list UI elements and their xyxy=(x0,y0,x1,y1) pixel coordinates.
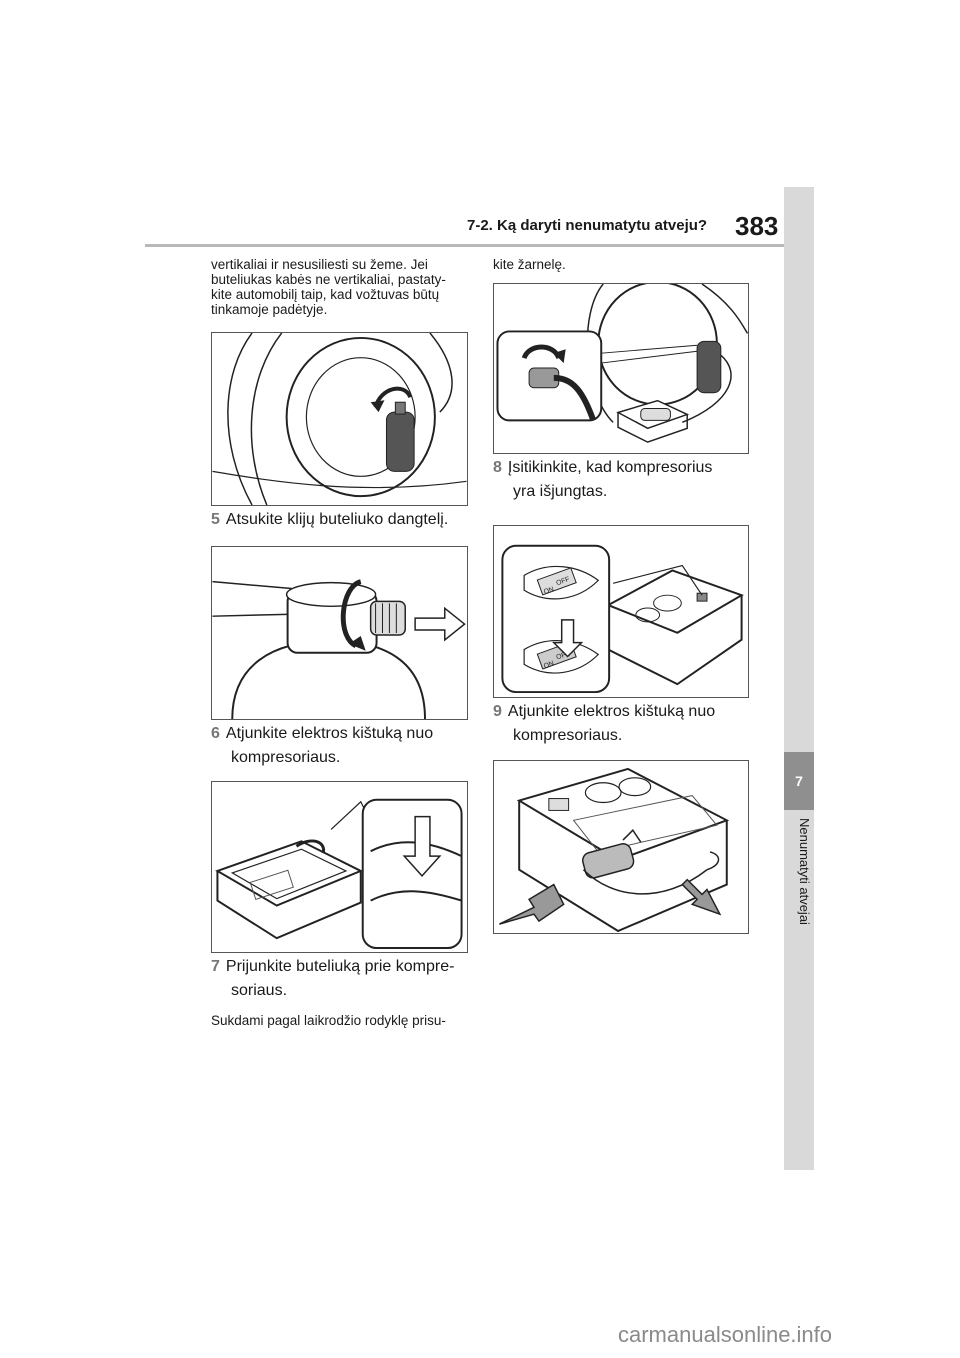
figure-unplug-compressor xyxy=(493,760,749,934)
step-number: 9 xyxy=(493,703,502,720)
step-text: Atjunkite elektros kištuką nuo xyxy=(225,725,434,742)
step-7: 7 Prijunkite buteliuką prie kompre- soria… xyxy=(211,955,481,1003)
right-intro: kite žarnelę. xyxy=(493,257,566,272)
step-8: 8 Įsitikinkite, kad kompresorius yra išju… xyxy=(493,456,763,504)
step-text: soriaus. xyxy=(231,982,288,999)
unplug-compressor-illustration xyxy=(499,767,730,933)
bottle-on-wheel-illustration xyxy=(212,333,467,505)
left-intro-line: buteliukas kabės ne vertikaliai, pastaty… xyxy=(211,272,446,287)
step-number: 8 xyxy=(493,459,502,476)
left-outro: Sukdami pagal laikrodžio rodyklę prisu- xyxy=(211,1013,446,1028)
step-number: 5 xyxy=(211,511,220,528)
disconnect-plug-illustration xyxy=(215,798,463,950)
step-text: kompresoriaus. xyxy=(513,727,623,744)
section-title: 7-2. Ką daryti nenumatytu atveju? xyxy=(467,217,708,234)
step-text: Atjunkite elektros kištuką nuo xyxy=(507,703,716,720)
connect-hose-illustration xyxy=(496,284,748,443)
left-intro-line: vertikaliai ir nesusiliesti su žeme. Jei xyxy=(211,257,428,272)
step-number: 7 xyxy=(211,958,220,975)
step-text: Įsitikinkite, kad kompresorius xyxy=(507,459,713,476)
step-text: Atsukite klijų buteliuko dangtelį. xyxy=(225,511,449,528)
switch-off-label-bottom: OFF xyxy=(555,650,570,661)
step-number: 6 xyxy=(211,725,220,742)
left-intro-line: tinkamoje padėtyje. xyxy=(211,302,328,317)
header-rule xyxy=(145,244,785,247)
step-text: Prijunkite buteliuką prie kompre- xyxy=(225,958,455,975)
left-intro-line: kite automobilį taip, kad vožtuvas būtų xyxy=(211,287,440,302)
switch-on-label-top: ON xyxy=(543,586,555,596)
unscrew-cap-illustration xyxy=(212,579,466,719)
figure-disconnect-plug xyxy=(211,781,468,953)
switch-off-illustration: ON OFF ON OFF xyxy=(501,544,744,694)
switch-on-label-bottom: ON xyxy=(543,660,555,670)
left-intro: vertikaliai ir nesusiliesti su žeme. Jei… xyxy=(211,257,471,317)
step-6: 6 Atjunkite elektros kištuką nuo kompreso… xyxy=(211,722,481,770)
page-number: 383 xyxy=(735,211,779,241)
switch-off-label-top: OFF xyxy=(555,576,570,587)
figure-bottle-on-wheel xyxy=(211,332,468,506)
chapter-number-tab[interactable]: 7 xyxy=(784,752,814,810)
figure-switch-off: ON OFF ON OFF xyxy=(493,525,749,698)
step-text: yra išjungtas. xyxy=(513,483,608,500)
chapter-side-tab xyxy=(784,187,814,1170)
step-9: 9 Atjunkite elektros kištuką nuo kompreso… xyxy=(493,700,763,748)
step-text: kompresoriaus. xyxy=(231,749,341,766)
figure-connect-hose xyxy=(493,283,749,454)
watermark: carmanualsonline.info xyxy=(618,1322,833,1347)
chapter-label: Nenumatyti atvejai xyxy=(797,818,812,925)
figure-unscrew-cap xyxy=(211,546,468,720)
step-5: 5 Atsukite klijų buteliuko dangtelį. xyxy=(211,508,481,532)
